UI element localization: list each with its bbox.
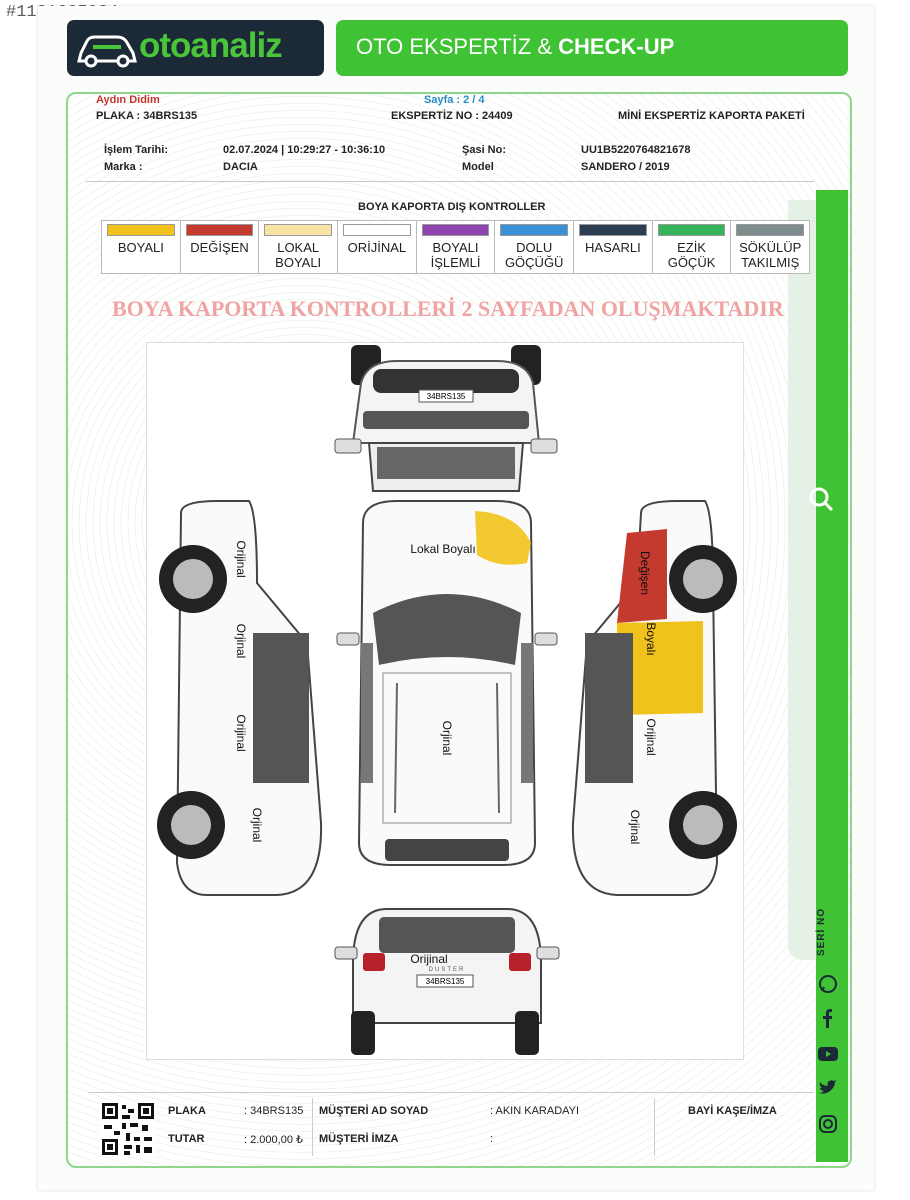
legend-item: HASARLI xyxy=(574,221,653,273)
car-top-view: Lokal Boyalı Orjinal xyxy=(336,500,558,866)
qr-code[interactable] xyxy=(100,1101,156,1157)
legend-item: BOYALI xyxy=(102,221,181,273)
customer-name-value: : AKIN KARADAYI xyxy=(490,1105,580,1117)
right-label-3: Orijinal xyxy=(644,718,658,755)
header-banner: OTO EKSPERTİZ & CHECK-UP xyxy=(336,20,848,76)
right-label-4: Orjinal xyxy=(628,810,642,845)
legend-swatch xyxy=(736,224,805,236)
legend-swatch xyxy=(343,224,411,236)
instagram-icon[interactable] xyxy=(816,1112,840,1136)
model-value: SANDERO / 2019 xyxy=(581,161,670,173)
legend-item: EZİK GÖÇÜK xyxy=(653,221,732,273)
make-value: DACIA xyxy=(223,161,258,173)
legend-label: SÖKÜLÜP TAKILMIŞ xyxy=(739,240,802,270)
footer-plate-value: : 34BRS135 xyxy=(244,1105,304,1117)
banner-title: OTO EKSPERTİZ & xyxy=(356,34,553,59)
right-label-2: Boyalı xyxy=(644,622,658,655)
paint-legend: BOYALI DEĞİŞEN LOKAL BOYALI ORİJİNAL BOY… xyxy=(101,220,810,274)
twitter-icon[interactable] xyxy=(816,1076,840,1100)
legend-item: BOYALI İŞLEMLİ xyxy=(417,221,496,273)
footer-divider xyxy=(312,1098,313,1156)
legend-item: DOLU GÖÇÜĞÜ xyxy=(495,221,575,273)
legend-item: LOKAL BOYALI xyxy=(259,221,339,273)
date-label: İşlem Tarihi: xyxy=(104,144,168,156)
side-decoration xyxy=(788,200,818,960)
rear-plate: 34BRS135 xyxy=(426,977,465,986)
left-label-4: Orjinal xyxy=(250,808,264,843)
legend-swatch xyxy=(421,224,490,236)
roof-label: Orjinal xyxy=(440,721,454,756)
legend-item: ORİJİNAL xyxy=(338,221,417,273)
car-rear-view: DUSTER 34BRS135 Orijinal xyxy=(334,908,560,1055)
plate-line: PLAKA : 34BRS135 xyxy=(96,110,198,122)
legend-swatch xyxy=(579,224,647,236)
date-value: 02.07.2024 | 10:29:27 - 10:36:10 xyxy=(223,144,386,156)
legend-swatch xyxy=(500,224,569,236)
legend-label: HASARLI xyxy=(585,240,641,255)
serial-label: SERİ NO xyxy=(816,907,827,957)
car-right-view: Değişen Boyalı Orijinal Orjinal xyxy=(571,500,737,896)
customer-signature-label: MÜŞTERİ İMZA xyxy=(319,1133,399,1145)
legend-title: BOYA KAPORTA DIŞ KONTROLLER xyxy=(358,201,546,213)
whatsapp-icon[interactable] xyxy=(816,972,840,996)
legend-label: DOLU GÖÇÜĞÜ xyxy=(504,240,564,270)
customer-signature-value: : xyxy=(490,1133,494,1145)
legend-label: BOYALI İŞLEMLİ xyxy=(430,240,481,270)
car-diagram-svg: 34BRS135 Lokal Boyalı Orjinal xyxy=(157,345,737,1055)
logo-text: otoanaliz xyxy=(139,26,283,65)
vehicle-info xyxy=(86,137,814,182)
right-label-1: Değişen xyxy=(638,551,652,595)
legend-label: DEĞİŞEN xyxy=(190,240,249,255)
legend-label: ORİJİNAL xyxy=(347,240,407,255)
page-number: Sayfa : 2 / 4 xyxy=(424,94,485,106)
footer-divider xyxy=(654,1098,655,1156)
chassis-value: UU1B5220764821678 xyxy=(581,144,691,156)
legend-swatch xyxy=(185,224,254,236)
banner-title-bold: CHECK-UP xyxy=(558,34,675,59)
search-icon[interactable] xyxy=(806,484,836,514)
rear-label: Orijinal xyxy=(410,952,447,966)
expertise-number: EKSPERTİZ NO : 24409 xyxy=(391,110,513,122)
rear-badge: DUSTER xyxy=(429,967,466,973)
legend-label: EZİK GÖÇÜK xyxy=(667,240,716,270)
car-logo-icon xyxy=(77,35,137,68)
car-left-view: Orijinal Orjinal Orijinal Orjinal xyxy=(157,500,323,896)
car-diagram: 34BRS135 Lokal Boyalı Orjinal xyxy=(146,342,744,1060)
customer-name-label: MÜŞTERİ AD SOYAD xyxy=(319,1105,429,1117)
front-plate: 34BRS135 xyxy=(427,392,466,401)
report-footer xyxy=(88,1092,814,1159)
facebook-icon[interactable] xyxy=(816,1006,840,1030)
chassis-label: Şasi No: xyxy=(462,144,507,156)
pages-notice: BOYA KAPORTA KONTROLLERİ 2 SAYFADAN OLUŞ… xyxy=(112,296,784,321)
brand-logo: otoanaliz xyxy=(67,20,324,76)
legend-label: LOKAL BOYALI xyxy=(275,240,322,270)
legend-label: BOYALI xyxy=(117,240,164,255)
car-front-view: 34BRS135 xyxy=(334,345,558,492)
left-label-1: Orijinal xyxy=(234,540,248,577)
footer-price-value: : 2.000,00 ₺ xyxy=(244,1134,303,1146)
package-name: MİNİ EKSPERTİZ KAPORTA PAKETİ xyxy=(618,110,805,122)
top-hood-label: Lokal Boyalı xyxy=(410,542,475,556)
legend-swatch xyxy=(657,224,726,236)
legend-swatch xyxy=(107,224,175,236)
left-label-3: Orijinal xyxy=(234,714,248,751)
youtube-icon[interactable] xyxy=(816,1042,840,1066)
legend-item: DEĞİŞEN xyxy=(181,221,260,273)
footer-price-label: TUTAR xyxy=(168,1133,205,1145)
legend-item: SÖKÜLÜP TAKILMIŞ xyxy=(731,221,809,273)
branch-name: Aydın Didim xyxy=(96,94,160,106)
model-label: Model xyxy=(462,161,494,173)
left-label-2: Orjinal xyxy=(234,624,248,659)
dealer-stamp-label: BAYİ KAŞE/İMZA xyxy=(688,1105,777,1117)
legend-swatch xyxy=(264,224,333,236)
footer-plate-label: PLAKA xyxy=(168,1105,206,1117)
make-label: Marka : xyxy=(104,161,143,173)
side-green-bar xyxy=(816,190,848,1162)
